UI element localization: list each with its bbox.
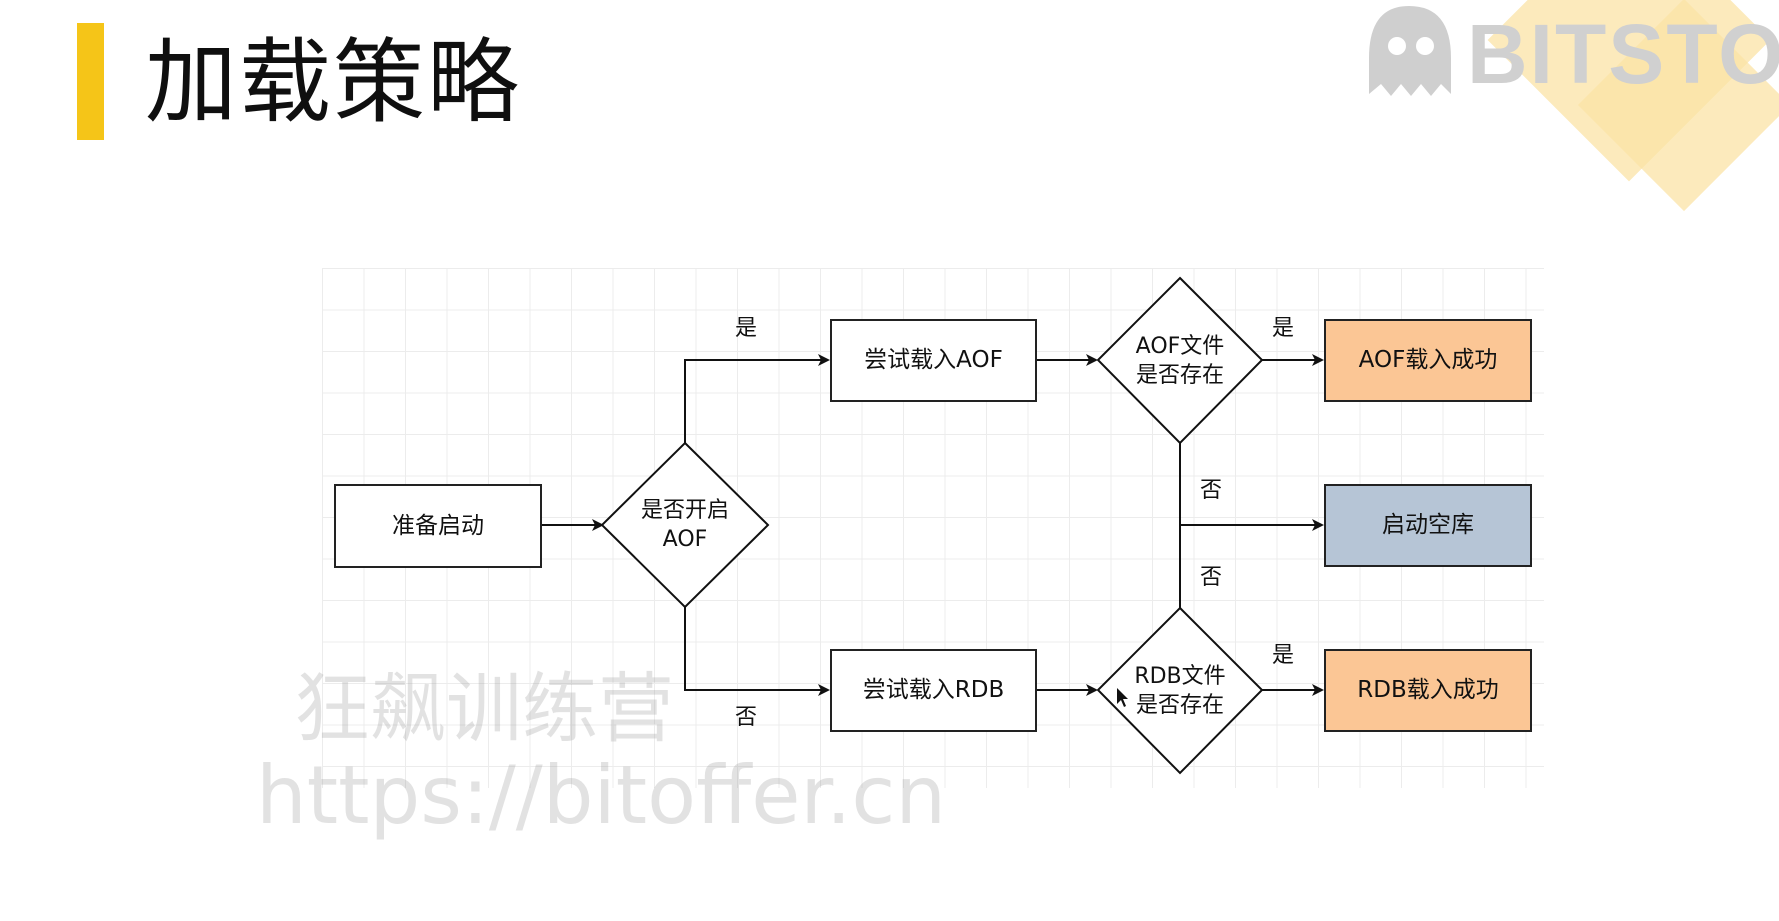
brand-logo: BITSTO [1359, 0, 1779, 240]
decision-rdb-file-exists-shape [1096, 606, 1264, 775]
edge-label-aof-yes: 是 [735, 316, 758, 341]
edge-aof-yes [684, 354, 830, 443]
node-aof-enabled: 是否开启 AOF [640, 498, 729, 552]
node-prepare-start: 准备启动 [334, 484, 542, 568]
edge-label-aof-file-yes: 是 [1272, 316, 1295, 341]
node-start-empty-db: 启动空库 [1324, 484, 1532, 567]
edge-aof-no [684, 607, 830, 696]
page-title: 加载策略 [145, 29, 522, 136]
node-rdb-file-exists: RDB文件 是否存在 [1134, 663, 1226, 718]
decision-aof-file-exists-shape [1096, 276, 1264, 445]
edge-label-rdb-file-no: 否 [1200, 565, 1223, 590]
mouse-cursor-icon [1117, 688, 1128, 707]
decision-aof-enabled-shape [600, 441, 770, 609]
watermark-text: 狂飙训练营 [294, 664, 674, 753]
node-try-load-rdb: 尝试载入RDB [830, 649, 1037, 732]
edge-label-aof-no: 否 [735, 705, 758, 730]
title-accent-bar [77, 23, 104, 140]
edge-label-aof-file-no: 否 [1200, 478, 1223, 503]
edge-label-rdb-file-yes: 是 [1272, 643, 1295, 668]
node-rdb-load-success: RDB载入成功 [1324, 649, 1532, 732]
brand-text: BITSTO [1467, 7, 1779, 101]
node-aof-file-exists: AOF文件 是否存在 [1135, 333, 1225, 388]
node-aof-load-success: AOF载入成功 [1324, 319, 1532, 402]
node-try-load-aof: 尝试载入AOF [830, 319, 1037, 402]
watermark-url: https://bitoffer.cn [256, 749, 947, 842]
brand-logo-shapes [1369, 0, 1779, 212]
